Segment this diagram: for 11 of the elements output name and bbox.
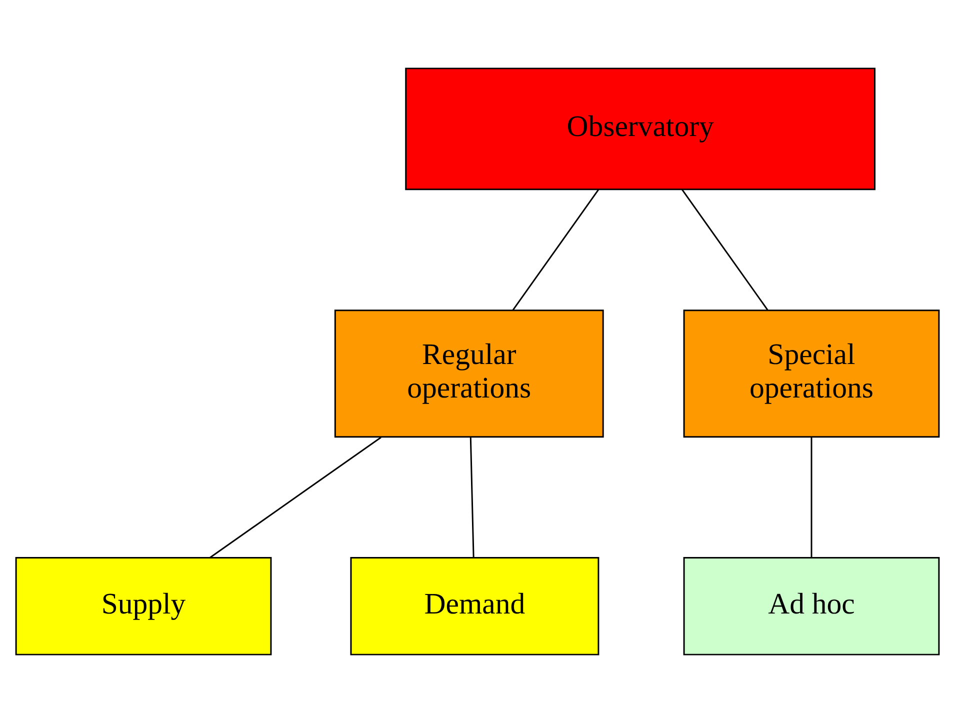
connector	[810, 436, 812, 558]
node-box: Demand	[350, 556, 600, 655]
connector	[682, 188, 768, 310]
node-box: Observatory	[405, 67, 876, 190]
connector	[512, 188, 600, 310]
node-box: Special operations	[683, 309, 940, 438]
node-box: Supply	[15, 556, 272, 655]
connector	[470, 436, 474, 558]
node-box: Ad hoc	[683, 556, 940, 655]
node-box: Regular operations	[334, 309, 604, 438]
connector	[210, 436, 382, 558]
